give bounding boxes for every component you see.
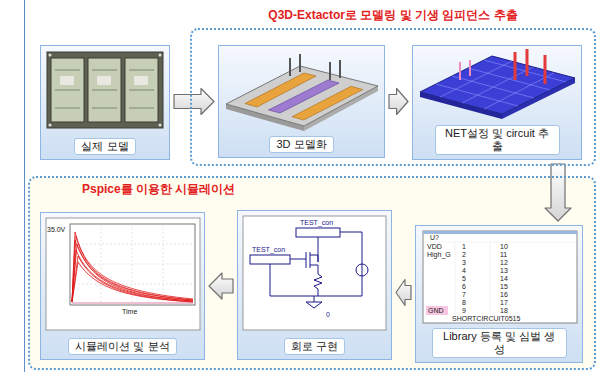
caption-holder: 시뮬레이션 및 분석: [41, 336, 204, 355]
schematic: [243, 216, 386, 330]
group-region: Q3D-Extactor로 모델링 및 기생 임피던스 추출3D 모델화NET설…: [190, 28, 596, 166]
box-fills: [40, 45, 583, 363]
box-caption: Library 등록 및 심벌 생성: [432, 328, 567, 358]
waveform-chart: [46, 218, 200, 330]
block-arrow: [396, 280, 411, 306]
process-box: 실제 모델: [40, 45, 170, 160]
process-box: 회로 구현: [237, 210, 392, 360]
axis-value: 35.0V: [47, 226, 65, 234]
part-label: TEST_con: [300, 219, 333, 227]
pin-number: 10: [500, 243, 508, 251]
group-region: Pspice를 이용한 시뮬레이션시뮬레이션 및 분석 회로 구현 Library …: [28, 176, 596, 370]
process-box: NET설정 및 circuit 추출: [412, 45, 582, 160]
pin-number: 18: [500, 307, 508, 315]
pin-number: 3: [462, 259, 466, 267]
block-arrow: [545, 164, 571, 221]
box-caption: 회로 구현: [284, 338, 345, 355]
pin-number: 1: [462, 243, 466, 251]
caption-holder: 실제 모델: [41, 136, 169, 155]
pin-number: 13: [500, 267, 508, 275]
pin-number: 4: [462, 267, 466, 275]
ground-label: 0: [326, 311, 330, 319]
symbol-name: SHORTCIRCUIT0515: [452, 315, 520, 323]
pin-name: GND: [428, 307, 444, 315]
box-caption: 시뮬레이션 및 분석: [68, 338, 176, 355]
pin-number: 8: [462, 299, 466, 307]
pin-number: 17: [500, 299, 508, 307]
pin-number: 15: [500, 283, 508, 291]
box-caption: NET설정 및 circuit 추출: [435, 125, 560, 155]
caption-holder: 회로 구현: [238, 336, 391, 355]
pin-number: 5: [462, 275, 466, 283]
pin-number: 11: [500, 251, 507, 259]
region-title: Pspice를 이용한 시뮬레이션: [78, 182, 239, 196]
pin-name: High_G: [427, 251, 451, 259]
box-caption: 실제 모델: [74, 138, 135, 155]
module-photo: [47, 52, 163, 128]
part-reference: U?: [430, 234, 439, 242]
pin-number: 16: [500, 291, 508, 299]
block-arrow: [174, 89, 214, 115]
pin-number: 14: [500, 275, 508, 283]
pin-number: 6: [462, 283, 466, 291]
caption-holder: Library 등록 및 심벌 생성: [416, 328, 582, 358]
region-fill: [29, 177, 595, 369]
caption-holder: NET설정 및 circuit 추출: [413, 125, 581, 155]
pin-number: 12: [500, 259, 508, 267]
block-arrow: [209, 273, 233, 299]
region-title: Q3D-Extactor로 모델링 및 기생 임피던스 추출: [264, 8, 521, 22]
process-box: 3D 모델화: [218, 45, 385, 158]
frame-line: [24, 0, 25, 372]
caption-holder: 3D 모델화: [219, 134, 384, 153]
block-arrow: [389, 89, 408, 115]
box-caption: 3D 모델화: [269, 136, 333, 153]
net-mesh: [420, 49, 575, 119]
pin-number: 7: [462, 291, 466, 299]
pin-number: 9: [462, 307, 466, 315]
pin-number: 2: [462, 251, 466, 259]
axis-title: Time: [122, 308, 137, 316]
library-window: [423, 231, 577, 323]
part-label: TEST_con: [252, 246, 285, 254]
pin-name: VDD: [427, 243, 442, 251]
process-box: 시뮬레이션 및 분석: [40, 212, 205, 360]
3d-model: [226, 54, 378, 131]
